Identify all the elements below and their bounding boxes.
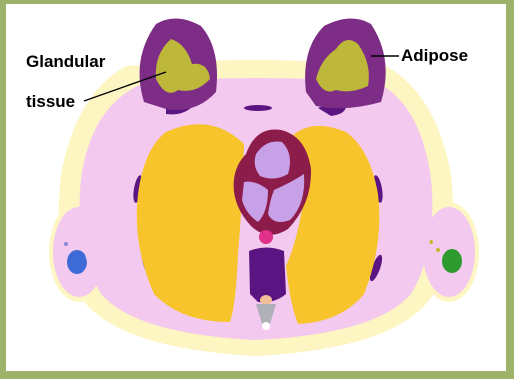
aorta	[259, 230, 273, 244]
diagram-canvas: Glandular tissue Adipose	[6, 4, 506, 371]
left-arm-vessel	[64, 242, 68, 246]
vertebra-body	[262, 322, 270, 330]
sternum-band	[244, 105, 272, 111]
left-arm-artery	[67, 250, 87, 274]
right-arm-artery	[442, 249, 462, 273]
spinal-column	[249, 248, 286, 303]
glandular-label: Glandular	[26, 52, 105, 72]
tissue-label: tissue	[26, 92, 75, 112]
spinal-canal	[260, 295, 272, 305]
adipose-label: Adipose	[401, 46, 468, 66]
right-arm-vessel-2	[436, 248, 440, 252]
